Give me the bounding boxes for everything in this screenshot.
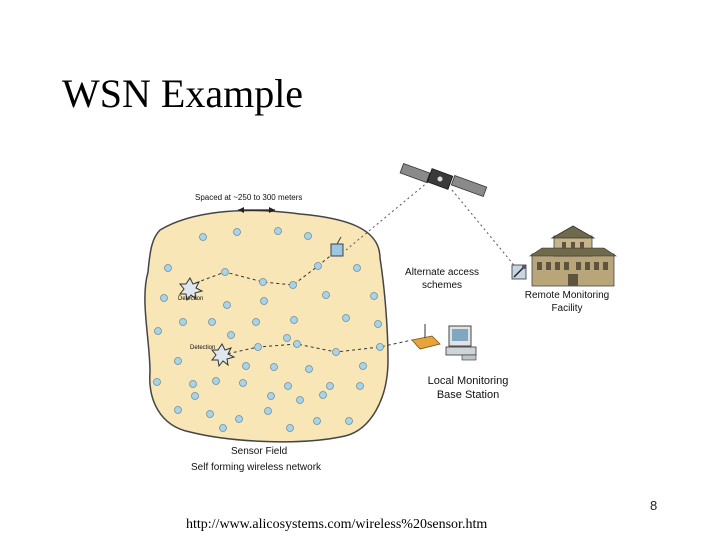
- source-url: http://www.alicosystems.com/wireless%20s…: [186, 517, 488, 532]
- satellite-dish-icon: [511, 264, 527, 280]
- page-number: 8: [650, 498, 658, 513]
- slide-title: WSN Example: [62, 71, 304, 116]
- satellite-icon: [399, 163, 488, 198]
- remote-facility-line-1: Remote Monitoring: [524, 290, 610, 301]
- alternate-access-label: Alternate access schemes: [396, 267, 488, 292]
- detection-label: Detection: [178, 296, 204, 302]
- detection-event-icon: [210, 343, 236, 368]
- multihop-route-lines: [189, 251, 413, 356]
- network-label: Self forming wireless network: [191, 462, 322, 473]
- spacing-label: Spaced at ~250 to 300 meters: [195, 193, 303, 202]
- computer-workstation-icon: [445, 325, 477, 361]
- sensor-field-area: [144, 209, 389, 443]
- detection-label: Detection: [190, 345, 216, 351]
- alternate-access-line-1: Alternate access: [405, 267, 479, 278]
- local-station-line-1: Local Monitoring: [427, 375, 509, 387]
- remote-facility-label: Remote Monitoring Facility: [514, 290, 620, 315]
- spacing-arrow-icon: [238, 207, 275, 213]
- local-station-line-2: Base Station: [436, 388, 500, 401]
- gateway-node-icon: [330, 236, 344, 257]
- wireless-links: [345, 181, 519, 271]
- detection-event-icon: [178, 277, 204, 302]
- base-station-radio-icon: [411, 324, 441, 350]
- local-station-label: Local Monitoring Base Station: [414, 375, 522, 403]
- remote-facility-building-icon: [529, 225, 617, 287]
- sensor-field-label: Sensor Field: [231, 446, 288, 457]
- sensor-nodes: [153, 227, 384, 432]
- remote-facility-line-2: Facility: [551, 302, 583, 314]
- alternate-access-line-2: schemes: [421, 279, 462, 291]
